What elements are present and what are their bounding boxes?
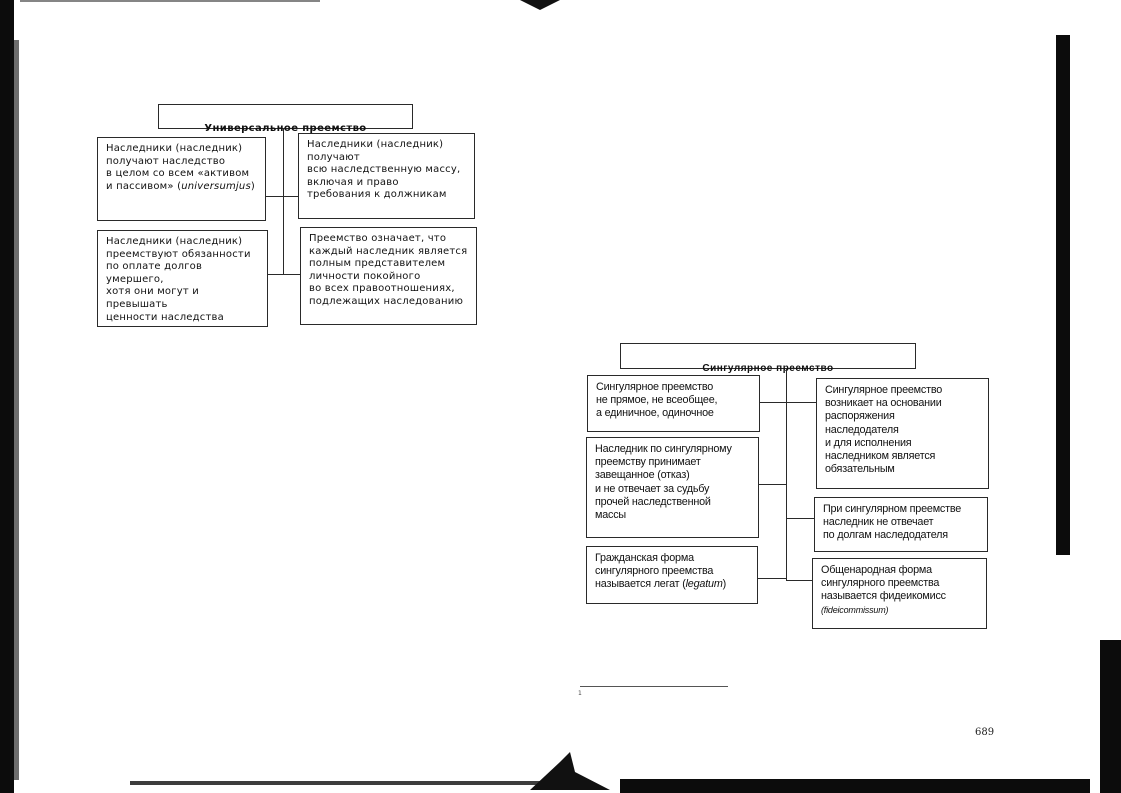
universal-title-box: Универсальное преемство [158, 104, 413, 134]
footnote-rule [580, 686, 728, 687]
universal-connector-box4 [283, 274, 300, 275]
footnote-marker: 1 [578, 690, 582, 697]
singular-box-heir-accepts: Наследник по сингулярному преемству прин… [586, 437, 759, 538]
universal-title: Универсальное преемство [204, 122, 367, 134]
scan-edge-top [20, 0, 320, 2]
universal-box-succession-meaning: Преемство означает, что каждый наследник… [300, 227, 477, 325]
singular-connector-box4 [786, 402, 816, 403]
universal-connector-box2 [283, 196, 298, 197]
scan-edge-right [1056, 35, 1070, 555]
singular-box-legatum: Гражданская форма сингулярного преемства… [586, 546, 758, 604]
scan-notch-top [520, 0, 560, 10]
scan-edge-left [0, 0, 14, 793]
singular-connector-box3 [758, 578, 786, 579]
universal-box-heirs-receive-mass: Наследники (наследник) получают всю насл… [298, 133, 475, 219]
universal-box1-italic: universumjus [181, 180, 251, 192]
universal-connector-vertical [283, 129, 284, 275]
singular-box6-italic: (fideicommissum) [821, 604, 889, 615]
scan-edge-bottom-right [620, 779, 1090, 793]
singular-box-fideicommissum: Общенародная форма сингулярного преемств… [812, 558, 987, 629]
universal-connector-box3 [268, 274, 283, 275]
singular-title-box: Сингулярное преемство [620, 343, 916, 374]
universal-box-heirs-debts: Наследники (наследник) преемствуют обяза… [97, 230, 268, 327]
universal-box-heirs-receive-whole: Наследники (наследник) получают наследст… [97, 137, 266, 221]
scan-edge-bottom-left [130, 781, 550, 785]
scan-edge-right-lower [1100, 640, 1121, 793]
singular-connector-box2 [759, 484, 786, 485]
singular-connector-box6 [786, 580, 812, 581]
singular-box-no-debt-liability: При сингулярном преемстве наследник не о… [814, 497, 988, 552]
scan-notch-bottom [530, 752, 610, 790]
scan-edge-left-inner [14, 40, 19, 780]
singular-connector-vertical [786, 369, 787, 580]
singular-box3-italic: legatum [685, 578, 723, 591]
page-number: 689 [975, 727, 995, 738]
singular-connector-box5 [786, 518, 814, 519]
universal-connector-box1 [266, 196, 283, 197]
singular-box-not-direct: Сингулярное преемство не прямое, не всео… [587, 375, 760, 432]
singular-connector-box1 [760, 402, 786, 403]
singular-box-arises-by-disposition: Сингулярное преемство возникает на основ… [816, 378, 989, 489]
singular-title: Сингулярное преемство [702, 363, 834, 375]
